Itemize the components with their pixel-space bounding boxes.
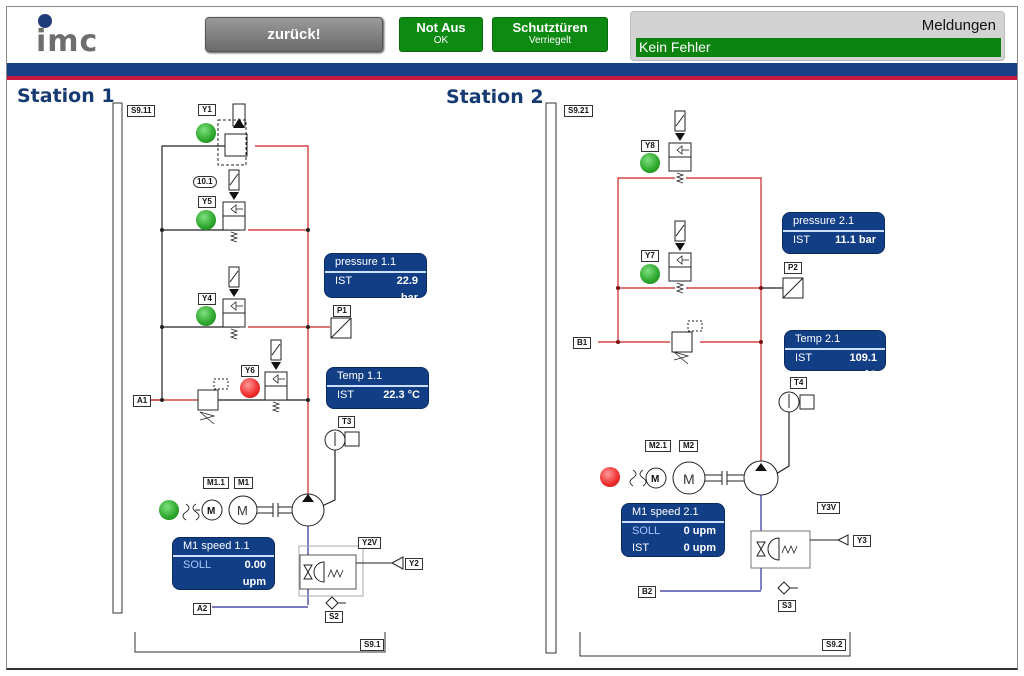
suction-valve-tag: Y2V bbox=[358, 537, 382, 549]
station-1-bottom-bracket bbox=[134, 632, 386, 653]
valve-y4-lamp bbox=[196, 306, 216, 326]
not-aus-status: OK bbox=[433, 35, 449, 46]
valve-tag: Y7 bbox=[641, 250, 659, 262]
messages-value: Kein Fehler bbox=[636, 38, 1001, 57]
panel-title: pressure 2.1 bbox=[783, 213, 884, 232]
station-1-title: Station 1 bbox=[17, 85, 115, 107]
messages-box: Meldungen Kein Fehler bbox=[630, 11, 1005, 61]
panel-title: M1 speed 1.1 bbox=[173, 538, 274, 557]
header-band-blue bbox=[7, 63, 1017, 76]
suction-valve-tag: Y3V bbox=[817, 502, 841, 514]
station-2-title: Station 2 bbox=[446, 86, 544, 108]
schutztueren-label: Schutztüren bbox=[512, 20, 588, 35]
pressure-sensor-tag: P1 bbox=[333, 305, 351, 317]
motor-tag: M2 bbox=[679, 440, 699, 452]
valve-y5-lamp bbox=[196, 210, 216, 230]
pressure-value: 22.9 bar bbox=[396, 275, 418, 304]
temp-panel: Temp 2.1 IST 109.1 °C bbox=[784, 330, 886, 381]
signal-tag: Y3 bbox=[853, 535, 871, 547]
rail-tag: S9.11 bbox=[127, 105, 156, 117]
station-2-schematic: M M bbox=[545, 102, 851, 657]
pressure-value: 11.1 bar bbox=[835, 234, 876, 246]
motor-tag: M1 bbox=[234, 477, 254, 489]
port-tag: A2 bbox=[193, 603, 212, 615]
schutztueren-status-button[interactable]: Schutztüren Verriegelt bbox=[492, 17, 608, 52]
valve-y4-symbol bbox=[222, 266, 246, 340]
panel-key: IST bbox=[793, 234, 811, 246]
motor-lamp bbox=[159, 500, 179, 520]
port-tag: B1 bbox=[573, 337, 592, 349]
temp-sensor-tag: T3 bbox=[338, 416, 356, 428]
temp-value: 22.3 °C bbox=[383, 389, 420, 401]
motor-tag: M1.1 bbox=[203, 477, 229, 489]
soll-value: 0.00 upm bbox=[242, 559, 266, 588]
valve-tag: Y6 bbox=[241, 365, 259, 377]
valve-y6-symbol bbox=[264, 339, 288, 413]
group-tag: 10.1 bbox=[193, 176, 217, 188]
motor-lamp bbox=[600, 467, 620, 487]
motor-tag: M2.1 bbox=[645, 440, 671, 452]
soll-key: SOLL bbox=[632, 525, 661, 537]
soll-key: SOLL bbox=[183, 559, 212, 571]
temp-value: 109.1 °C bbox=[849, 352, 877, 381]
pressure-panel: pressure 1.1 IST 22.9 bar bbox=[324, 253, 427, 304]
speed-panel: M1 speed 1.1 SOLL 0.00 upm IST 1202 upm bbox=[172, 537, 275, 622]
ist-value: 1202 upm bbox=[241, 593, 266, 622]
svg-text:M: M bbox=[237, 503, 248, 518]
temp-panel: Temp 1.1 IST 22.3 °C bbox=[326, 367, 429, 409]
logo-text: imc bbox=[36, 24, 99, 59]
panel-title: pressure 1.1 bbox=[325, 254, 426, 273]
station-1-rail bbox=[112, 102, 123, 614]
station-2-rail bbox=[545, 102, 557, 654]
ist-value: 0 upm bbox=[683, 542, 716, 554]
back-button[interactable]: zurück! bbox=[205, 17, 383, 52]
panel-key: IST bbox=[335, 275, 353, 287]
bottom-tag: S9.1 bbox=[360, 639, 385, 651]
header-band-red bbox=[7, 76, 1017, 80]
rail-tag: S9.21 bbox=[564, 105, 593, 117]
ist-key: IST bbox=[183, 593, 201, 605]
speed-panel: M1 speed 2.1 SOLL 0 upm IST 0 upm bbox=[621, 503, 725, 557]
signal-tag: Y2 bbox=[405, 558, 423, 570]
panel-title: Temp 1.1 bbox=[327, 368, 428, 387]
svg-text:M: M bbox=[683, 471, 695, 487]
valve-y5-symbol bbox=[222, 169, 246, 243]
valve-y7-symbol bbox=[668, 220, 692, 294]
panel-title: Temp 2.1 bbox=[785, 331, 885, 350]
panel-key: IST bbox=[795, 352, 813, 364]
soll-value: 0 upm bbox=[683, 525, 716, 537]
not-aus-label: Not Aus bbox=[416, 20, 466, 35]
bottom-tag: S9.2 bbox=[822, 639, 847, 651]
valve-y8-symbol bbox=[668, 110, 692, 184]
station-1-schematic: M M bbox=[112, 102, 404, 653]
port-tag: B2 bbox=[638, 586, 657, 598]
messages-title: Meldungen bbox=[921, 17, 996, 34]
switch-tag: S3 bbox=[778, 600, 796, 612]
temp-sensor-tag: T4 bbox=[790, 377, 808, 389]
valve-tag: Y1 bbox=[198, 104, 216, 116]
valve-tag: Y4 bbox=[198, 293, 216, 305]
valve-y6-lamp bbox=[240, 378, 260, 398]
schutztueren-status: Verriegelt bbox=[528, 35, 572, 46]
valve-tag: Y8 bbox=[641, 140, 659, 152]
panel-key: IST bbox=[337, 389, 355, 401]
valve-y8-lamp bbox=[640, 153, 660, 173]
svg-text:M: M bbox=[651, 474, 659, 485]
not-aus-status-button[interactable]: Not Aus OK bbox=[399, 17, 483, 52]
port-tag: A1 bbox=[133, 395, 152, 407]
pressure-panel: pressure 2.1 IST 11.1 bar bbox=[782, 212, 885, 254]
switch-tag: S2 bbox=[325, 611, 343, 623]
imc-logo: imc bbox=[36, 12, 116, 59]
svg-text:M: M bbox=[207, 506, 215, 517]
logo-dot-icon bbox=[38, 14, 52, 28]
pressure-sensor-tag: P2 bbox=[784, 262, 802, 274]
station-2-bottom-bracket bbox=[579, 632, 851, 657]
valve-tag: Y5 bbox=[198, 196, 216, 208]
valve-y1-lamp bbox=[196, 123, 216, 143]
panel-title: M1 speed 2.1 bbox=[622, 504, 724, 523]
valve-y7-lamp bbox=[640, 264, 660, 284]
ist-key: IST bbox=[632, 542, 650, 554]
